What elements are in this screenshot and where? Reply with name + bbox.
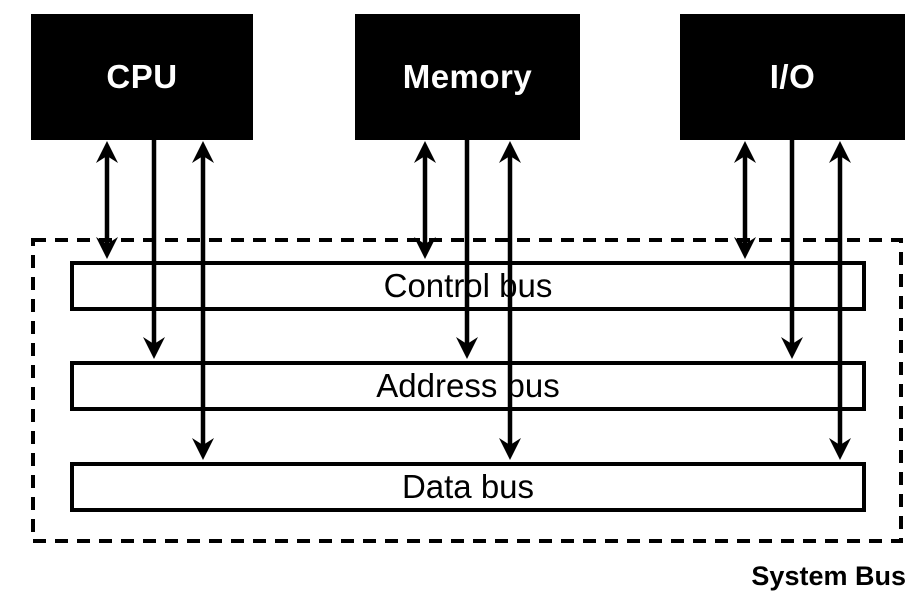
memory-address-bus-arrow bbox=[456, 140, 478, 359]
bus-label-data: Data bus bbox=[401, 468, 535, 505]
memory-control-bus-arrow bbox=[414, 141, 436, 259]
arrowhead-up bbox=[96, 141, 118, 163]
arrowhead-down bbox=[414, 237, 436, 259]
arrowhead-down bbox=[96, 237, 118, 259]
arrowhead-up bbox=[829, 141, 851, 163]
bus-bar-address: Address bus bbox=[70, 361, 866, 411]
cpu-address-bus-arrow bbox=[143, 140, 165, 359]
arrowhead-down bbox=[499, 438, 521, 460]
arrowhead-up bbox=[192, 141, 214, 163]
arrowhead-down bbox=[456, 337, 478, 359]
arrowhead-up bbox=[414, 141, 436, 163]
device-label-memory: Memory bbox=[402, 58, 533, 95]
bus-label-control: Control bus bbox=[383, 267, 553, 304]
arrowhead-up bbox=[734, 141, 756, 163]
device-box-cpu: CPU bbox=[31, 14, 253, 140]
system-bus-caption: System Bus bbox=[751, 561, 906, 591]
arrowhead-down bbox=[781, 337, 803, 359]
arrowhead-up bbox=[499, 141, 521, 163]
device-label-cpu: CPU bbox=[106, 58, 178, 95]
arrowhead-down bbox=[829, 438, 851, 460]
arrowhead-down bbox=[734, 237, 756, 259]
bus-label-address: Address bus bbox=[376, 367, 560, 404]
device-box-io: I/O bbox=[680, 14, 905, 140]
cpu-control-bus-arrow bbox=[96, 141, 118, 259]
arrowhead-down bbox=[143, 337, 165, 359]
arrowhead-down bbox=[192, 438, 214, 460]
device-box-memory: Memory bbox=[355, 14, 580, 140]
bus-bar-control: Control bus bbox=[70, 261, 866, 311]
io-control-bus-arrow bbox=[734, 141, 756, 259]
io-address-bus-arrow bbox=[781, 140, 803, 359]
device-label-io: I/O bbox=[769, 58, 816, 95]
bus-bar-data: Data bus bbox=[70, 462, 866, 512]
